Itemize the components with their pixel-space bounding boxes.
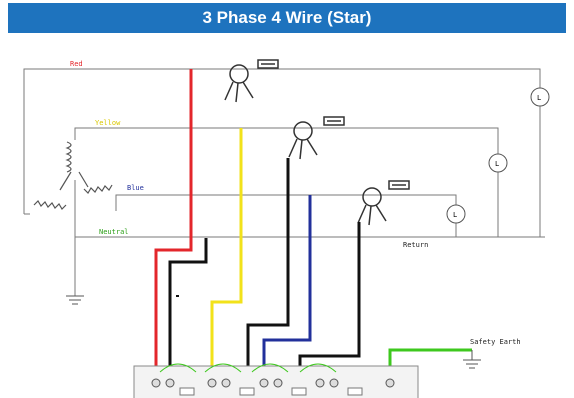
ground-icon	[66, 295, 84, 305]
ground-icon	[463, 350, 481, 369]
neutral-label: Neutral	[99, 228, 129, 236]
current-clamp-icon	[224, 59, 279, 103]
red-return-lead	[168, 238, 208, 380]
safety-earth-label: Safety Earth	[470, 338, 521, 346]
red-phase-line	[23, 68, 541, 237]
yellow-phase-line	[74, 127, 499, 237]
load-icon: L	[488, 153, 508, 173]
current-clamp-icon	[288, 116, 345, 160]
svg-text:L: L	[453, 211, 457, 219]
load-icon: L	[446, 204, 466, 224]
winding-coil-icon	[33, 141, 113, 210]
yellow-lead	[210, 128, 243, 380]
analyser-unit	[133, 363, 419, 398]
red-label: Red	[70, 60, 83, 68]
blue-label: Blue	[127, 184, 144, 192]
blue-phase-line	[115, 194, 457, 237]
load-icon: L	[530, 87, 550, 107]
svg-text:L: L	[495, 160, 499, 168]
blue-lead	[262, 195, 312, 380]
return-label: Return	[403, 241, 428, 249]
red-lead	[154, 69, 193, 380]
yellow-label: Yellow	[95, 119, 121, 127]
svg-text:L: L	[537, 94, 541, 102]
current-clamp-icon	[357, 180, 410, 226]
diagram-title: 3 Phase 4 Wire (Star)	[8, 3, 566, 33]
yellow-return-lead	[246, 158, 290, 382]
